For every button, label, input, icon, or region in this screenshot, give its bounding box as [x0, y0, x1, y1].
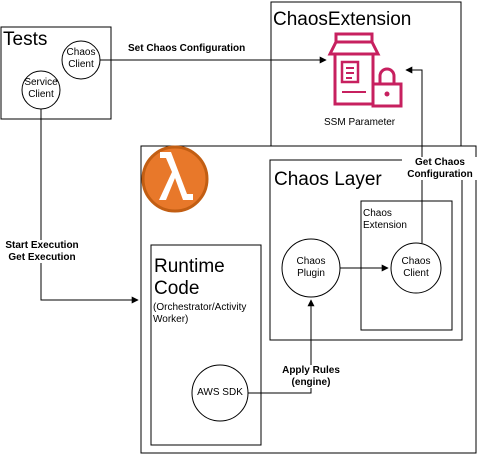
set-config-label: Set Chaos Configuration	[128, 43, 246, 55]
chaos-plugin-label: Chaos Plugin	[296, 256, 326, 279]
runtime-title: Runtime Code	[154, 256, 225, 299]
runtime-subtitle: (Orchestrator/Activity Worker)	[153, 302, 247, 325]
ssm-parameter-label: SSM Parameter	[324, 117, 396, 128]
apply-rules-arrow	[248, 299, 315, 394]
apply-rules-label: Apply Rules (engine)	[277, 365, 345, 388]
tests-title: Tests	[3, 29, 48, 50]
aws-sdk-label: AWS SDK	[197, 387, 243, 398]
execution-label: Start Execution Get Execution	[0, 240, 84, 263]
get-config-arrow	[405, 66, 423, 243]
chaos-layer-title: Chaos Layer	[274, 169, 382, 190]
layer-chaos-client-node	[390, 242, 442, 294]
lambda-icon	[141, 145, 209, 213]
get-config-label: Get Chaos Configuration	[402, 157, 477, 180]
tests-service-client-label: Service Client	[24, 77, 58, 100]
ssm-parameter-icon	[327, 32, 403, 108]
layer-chaos-client-label: Chaos Client	[401, 256, 431, 279]
tests-chaos-client-label: Chaos Client	[66, 47, 96, 70]
chaos-extension-title: ChaosExtension	[273, 9, 412, 30]
execution-arrow	[40, 109, 139, 304]
chaos-extension-inner-title: Chaos Extension	[363, 208, 407, 231]
